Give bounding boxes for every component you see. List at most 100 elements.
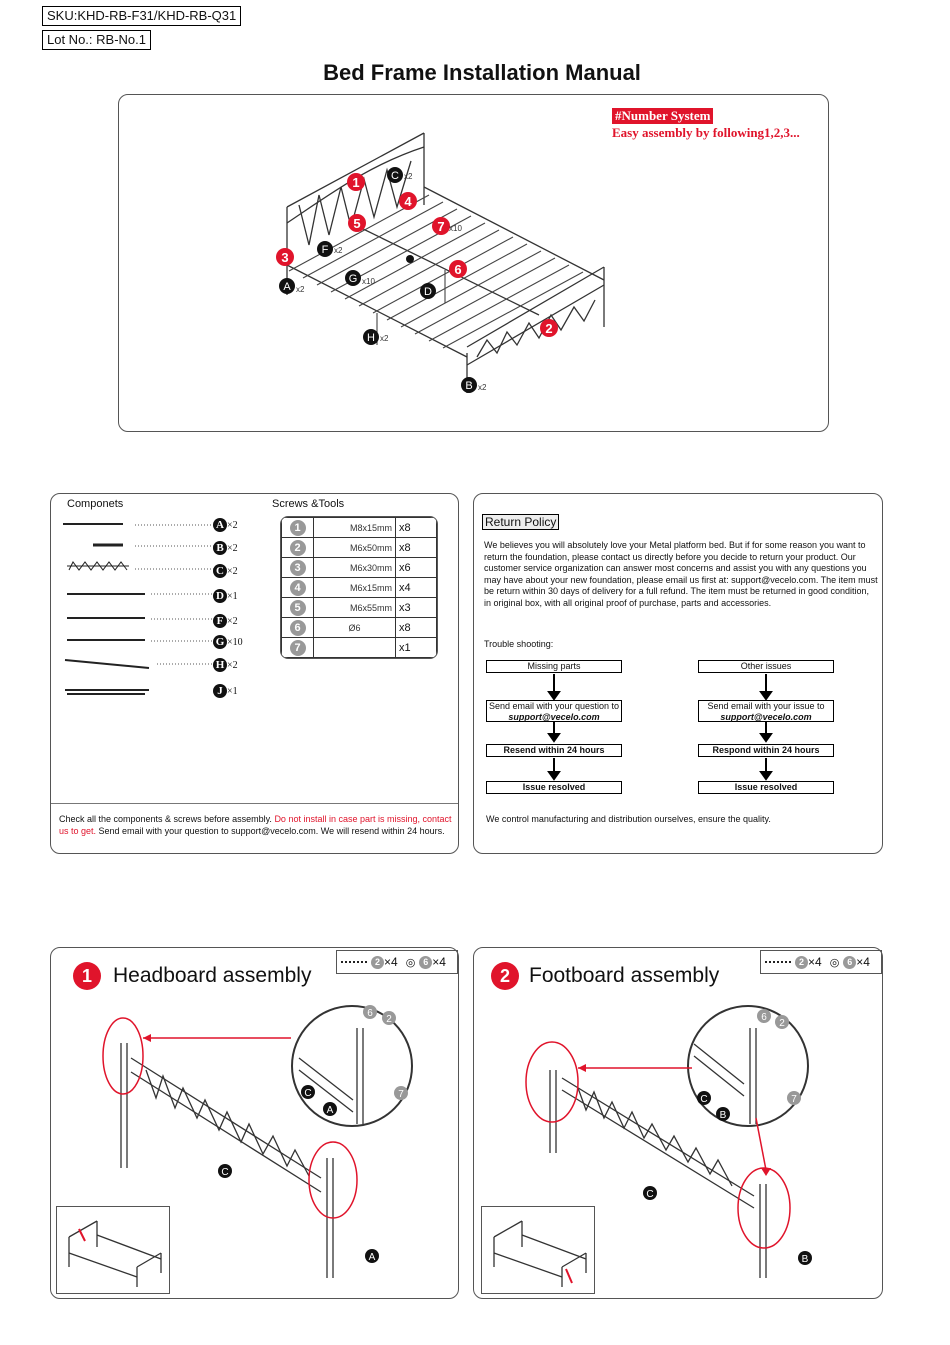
return-policy-body: We believes you will absolutely love you… bbox=[484, 540, 878, 608]
svg-text:C: C bbox=[391, 170, 399, 182]
svg-text:x2: x2 bbox=[334, 246, 343, 255]
step2-screw-2: 2 bbox=[779, 1018, 785, 1029]
step1-label-c: C bbox=[304, 1088, 311, 1099]
svg-text:7: 7 bbox=[437, 219, 444, 234]
check-note: Check all the components & screws before… bbox=[59, 814, 452, 836]
step1-heading: 1 Headboard assembly bbox=[73, 962, 311, 990]
bed-thumbnail-icon bbox=[68, 1220, 162, 1287]
components-list: A×2 B×2 C×2 D×1 F×2 G×10 H×2 J×1 bbox=[213, 518, 253, 704]
components-drawings bbox=[63, 523, 214, 695]
number-system: #Number System Easy assembly by followin… bbox=[612, 107, 800, 141]
flow-missing-parts: Missing parts bbox=[486, 660, 622, 673]
screw-icon bbox=[341, 961, 367, 963]
svg-text:2: 2 bbox=[545, 321, 552, 336]
svg-text:x2: x2 bbox=[404, 172, 413, 181]
svg-text:B: B bbox=[465, 380, 472, 392]
step2-hardware: 2×4 ◎ 6×4 bbox=[760, 950, 882, 974]
step2-title: Footboard assembly bbox=[529, 964, 720, 987]
step1-screw-2: 2 bbox=[386, 1014, 392, 1025]
svg-text:6: 6 bbox=[454, 262, 461, 277]
components-title: Componets bbox=[67, 498, 124, 510]
svg-text:D: D bbox=[424, 286, 432, 298]
flow-arrows bbox=[547, 674, 773, 781]
step2-illustration: C B C B 6 2 7 bbox=[525, 1005, 812, 1278]
step2-panel: 2 Footboard assembly 2×4 ◎ 6×4 bbox=[473, 947, 883, 1299]
trouble-title: Trouble shooting: bbox=[484, 639, 554, 649]
flow-other-issues: Other issues bbox=[698, 660, 834, 673]
step2-tool-7: 7 bbox=[791, 1094, 797, 1105]
step1-tool-7: 7 bbox=[398, 1089, 404, 1100]
quality-note: We control manufacturing and distributio… bbox=[486, 814, 771, 824]
step1-number: 1 bbox=[73, 962, 101, 990]
screw-icon bbox=[765, 961, 791, 963]
lot-label: Lot No.: RB-No.1 bbox=[42, 30, 151, 50]
step2-label-b: B bbox=[720, 1110, 727, 1121]
step2-screw-6: 6 bbox=[761, 1012, 767, 1023]
sku-label: SKU:KHD-RB-F31/KHD-RB-Q31 bbox=[42, 6, 242, 26]
step2-thumbnail bbox=[481, 1206, 595, 1294]
step2-heading: 2 Footboard assembly bbox=[491, 962, 719, 990]
component-j: J×1 bbox=[213, 684, 253, 704]
component-d: D×1 bbox=[213, 589, 253, 609]
step1-panel: 1 Headboard assembly 2×4 ◎ 6×4 C bbox=[50, 947, 459, 1299]
return-policy-title: Return Policy bbox=[482, 514, 560, 530]
svg-text:F: F bbox=[322, 244, 329, 256]
svg-text:x2: x2 bbox=[296, 285, 305, 294]
components-panel: Componets Screws &Tools A×2 B×2 C×2 D×1 bbox=[50, 493, 459, 854]
svg-text:G: G bbox=[349, 273, 358, 285]
flow-resolved-left: Issue resolved bbox=[486, 781, 622, 794]
step2-label-c: C bbox=[700, 1094, 707, 1105]
svg-text:H: H bbox=[367, 332, 375, 344]
svg-text:x2: x2 bbox=[380, 334, 389, 343]
step1-label-a2: A bbox=[369, 1252, 376, 1263]
svg-text:A: A bbox=[283, 281, 291, 293]
page-title: Bed Frame Installation Manual bbox=[323, 60, 641, 85]
flow-respond: Respond within 24 hours bbox=[698, 744, 834, 757]
component-h: H×2 bbox=[213, 658, 253, 678]
bed-frame-drawing: 1 4 5 7 3 6 2 C F G A D H B x2 x2 x10 x2 x2 x2 x1… bbox=[276, 132, 605, 393]
svg-text:4: 4 bbox=[404, 194, 412, 209]
component-g: G×10 bbox=[213, 635, 253, 655]
step1-label-c2: C bbox=[221, 1167, 228, 1178]
step2-number: 2 bbox=[491, 962, 519, 990]
number-system-title: #Number System bbox=[612, 108, 714, 124]
step1-hardware: 2×4 ◎ 6×4 bbox=[336, 950, 458, 974]
return-policy-panel: Return Policy We believes you will absol… bbox=[473, 493, 883, 854]
step1-screw-6: 6 bbox=[367, 1008, 373, 1019]
step2-label-c2: C bbox=[646, 1189, 653, 1200]
component-a: A×2 bbox=[213, 518, 253, 538]
divider bbox=[51, 803, 458, 804]
overview-panel: #Number System Easy assembly by followin… bbox=[118, 94, 829, 432]
component-b: B×2 bbox=[213, 541, 253, 561]
flow-resend: Resend within 24 hours bbox=[486, 744, 622, 757]
svg-text:3: 3 bbox=[281, 250, 288, 265]
svg-text:1: 1 bbox=[352, 175, 359, 190]
step1-thumbnail bbox=[56, 1206, 170, 1294]
washer-icon: ◎ bbox=[829, 956, 840, 969]
step1-illustration: C A C A 6 2 7 bbox=[102, 1005, 413, 1278]
step1-title: Headboard assembly bbox=[113, 964, 312, 987]
svg-text:5: 5 bbox=[353, 216, 360, 231]
washer-icon: ◎ bbox=[405, 956, 416, 969]
number-system-sub: Easy assembly by following1,2,3... bbox=[612, 125, 800, 140]
svg-text:x2: x2 bbox=[478, 383, 487, 392]
step1-label-a: A bbox=[327, 1105, 334, 1116]
flow-resolved-right: Issue resolved bbox=[698, 781, 834, 794]
svg-text:x10: x10 bbox=[362, 277, 375, 286]
svg-text:x10: x10 bbox=[449, 224, 462, 233]
screws-title: Screws &Tools bbox=[272, 498, 345, 510]
bed-thumbnail-icon bbox=[493, 1220, 587, 1287]
step2-label-b2: B bbox=[802, 1254, 809, 1265]
component-c: C×2 bbox=[213, 564, 253, 584]
component-f: F×2 bbox=[213, 614, 253, 634]
